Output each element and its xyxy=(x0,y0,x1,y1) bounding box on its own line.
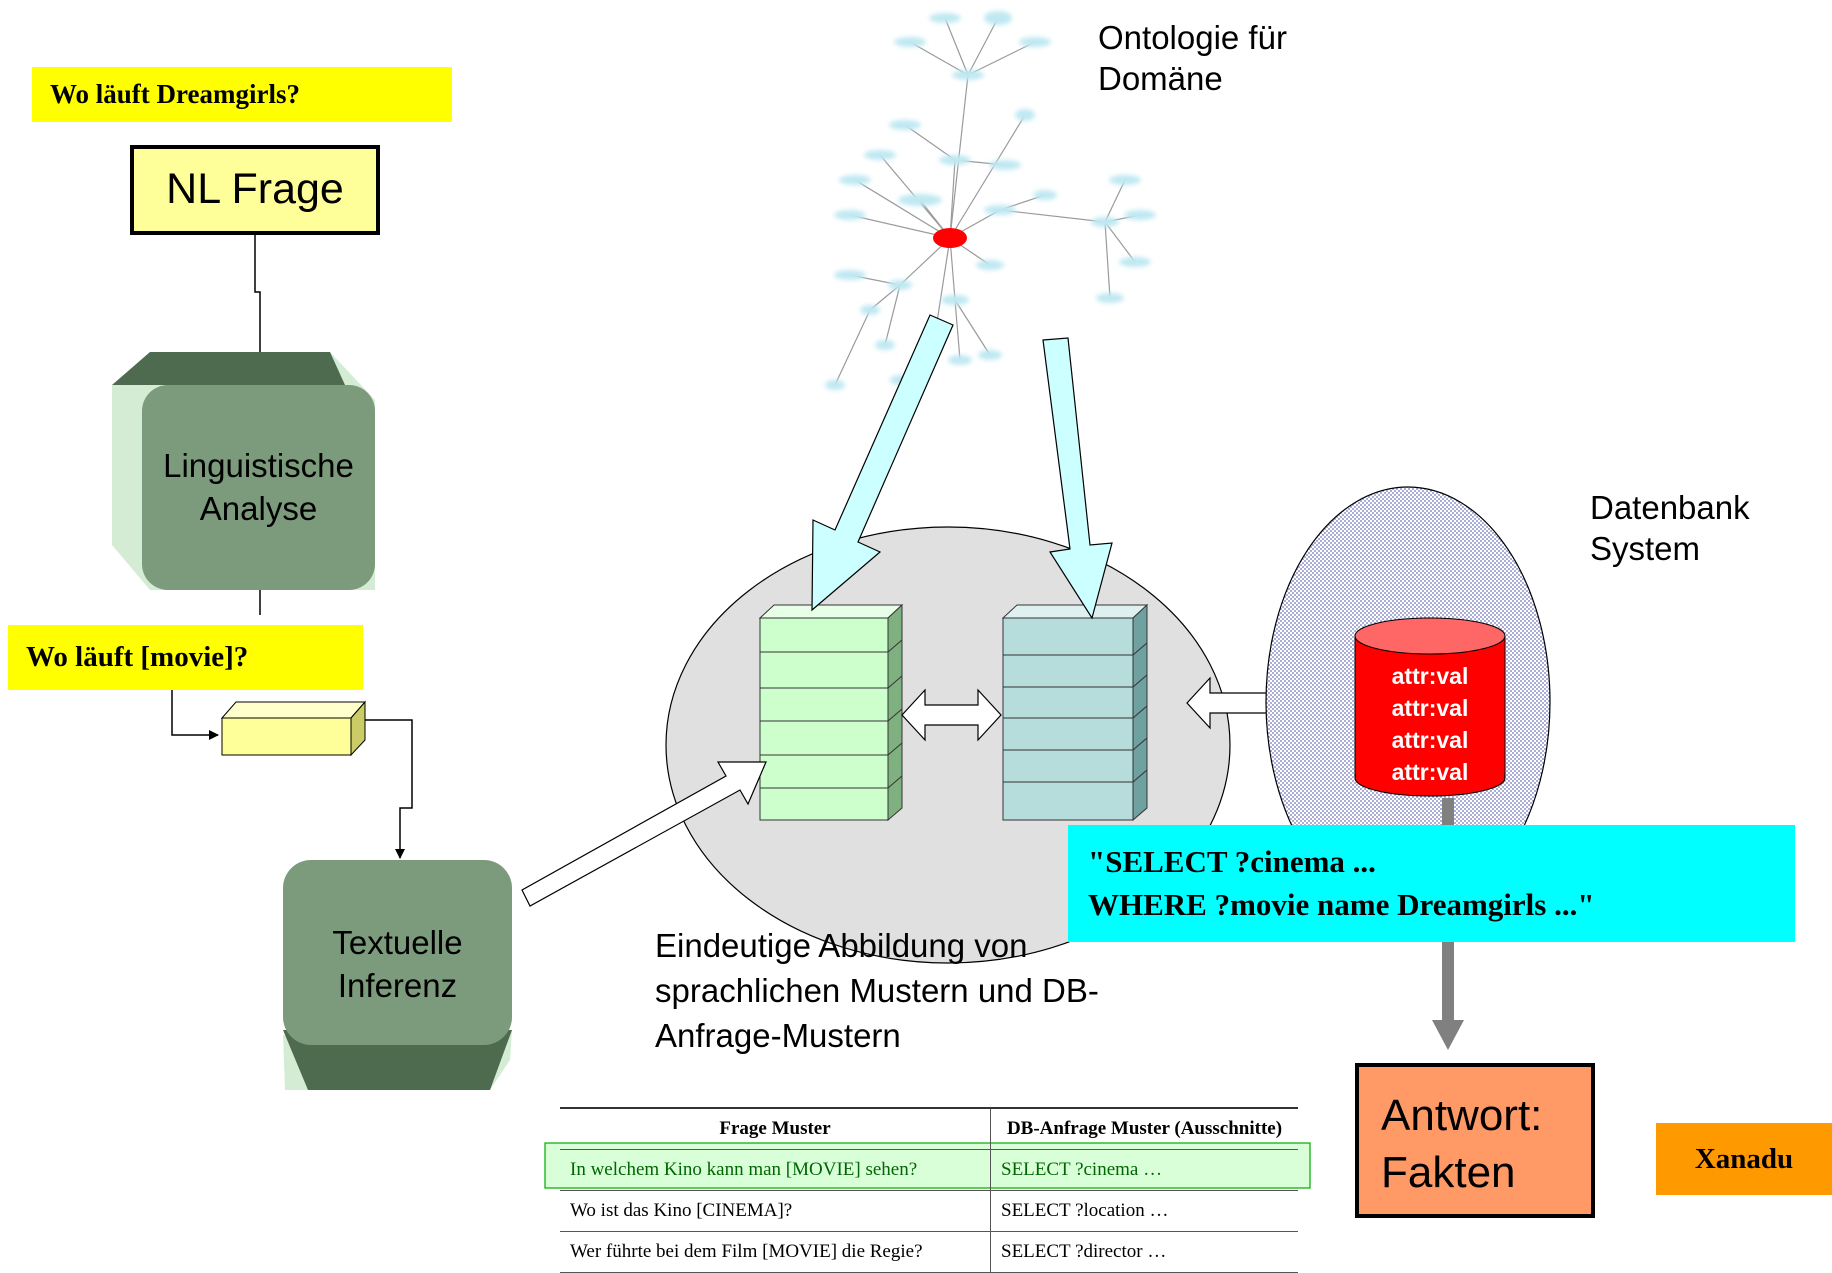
textual-inference-shape xyxy=(283,860,512,1090)
table-cell-query: SELECT ?location … xyxy=(990,1190,1298,1232)
question-pattern-stack xyxy=(758,603,904,822)
xanadu-tag: Xanadu xyxy=(1656,1123,1832,1195)
table-row: Wer führte bei dem Film [MOVIE] die Regi… xyxy=(560,1231,1298,1273)
db-value: attr:val xyxy=(1391,727,1469,753)
textual-inference-line1: Textuelle xyxy=(332,924,463,962)
ontology-arrow-left xyxy=(811,314,954,612)
table-row: Wo ist das Kino [CINEMA]? SELECT ?locati… xyxy=(560,1190,1298,1232)
linguistic-analysis-line1: Linguistische xyxy=(163,446,354,484)
stack-link-double-arrow xyxy=(901,688,1002,742)
ontology-label: Ontologie für Domäne xyxy=(1098,18,1287,100)
sparql-query-box: "SELECT ?cinema ... WHERE ?movie name Dr… xyxy=(1068,825,1795,942)
db-values: attr:val attr:val attr:val attr:val xyxy=(1355,660,1505,788)
database-label-line2: System xyxy=(1590,529,1701,567)
sparql-query-line1: "SELECT ?cinema ... xyxy=(1088,844,1376,879)
table-header-row: Frage Muster DB-Anfrage Muster (Ausschni… xyxy=(560,1107,1298,1150)
ontology-label-line2: Domäne xyxy=(1098,59,1223,97)
mapping-caption-line1: Eindeutige Abbildung von xyxy=(655,927,1028,964)
linguistic-analysis-shape xyxy=(112,352,375,590)
table-cell-question: In welchem Kino kann man [MOVIE] sehen? xyxy=(560,1149,991,1191)
pattern-table: Frage Muster DB-Anfrage Muster (Ausschni… xyxy=(560,1107,1298,1273)
ontology-graph xyxy=(825,11,1156,390)
database-cylinder xyxy=(1354,617,1506,797)
table-header-question: Frage Muster xyxy=(560,1107,991,1150)
mapping-caption: Eindeutige Abbildung von sprachlichen Mu… xyxy=(655,923,1099,1058)
example-question-tag: Wo läuft Dreamgirls? xyxy=(32,67,452,122)
linguistic-analysis-label: Linguistische Analyse xyxy=(142,440,375,535)
table-cell-question: Wer führte bei dem Film [MOVIE] die Regi… xyxy=(560,1231,991,1273)
sparql-query-line2: WHERE ?movie name Dreamgirls ..." xyxy=(1088,887,1595,922)
example-question-text: Wo läuft Dreamgirls? xyxy=(50,79,300,109)
mapping-caption-line3: Anfrage-Mustern xyxy=(655,1017,901,1054)
template-question-tag: Wo läuft [movie]? xyxy=(8,625,363,690)
flow-connectors xyxy=(171,235,413,859)
ontology-central-node xyxy=(933,228,967,248)
ontology-arrow-right xyxy=(1042,337,1113,620)
mapping-caption-line2: sprachlichen Mustern und DB- xyxy=(655,972,1099,1009)
table-cell-question: Wo ist das Kino [CINEMA]? xyxy=(560,1190,991,1232)
database-label: Datenbank System xyxy=(1590,488,1750,570)
inference-arrow xyxy=(521,761,767,907)
textual-inference-label: Textuelle Inferenz xyxy=(283,915,512,1015)
table-cell-query: SELECT ?cinema … xyxy=(990,1149,1298,1191)
answer-line1: Antwort: xyxy=(1381,1091,1543,1140)
linguistic-analysis-line2: Analyse xyxy=(199,489,318,527)
db-pattern-stack xyxy=(1001,603,1149,822)
table-row: In welchem Kino kann man [MOVIE] sehen? … xyxy=(560,1149,1298,1191)
ontology-label-line1: Ontologie für xyxy=(1098,19,1287,56)
template-box-3d xyxy=(220,700,367,757)
nl-question-box: NL Frage xyxy=(130,145,380,235)
textual-inference-line2: Inferenz xyxy=(337,967,458,1004)
template-question-text: Wo läuft [movie]? xyxy=(26,641,249,673)
db-value: attr:val xyxy=(1391,759,1469,785)
db-value: attr:val xyxy=(1391,695,1469,721)
db-value: attr:val xyxy=(1391,663,1469,689)
answer-box: Antwort: Fakten xyxy=(1355,1063,1595,1218)
table-cell-query: SELECT ?director … xyxy=(990,1231,1298,1273)
xanadu-label: Xanadu xyxy=(1694,1142,1794,1175)
nl-question-label: NL Frage xyxy=(166,165,344,214)
answer-line2: Fakten xyxy=(1381,1148,1516,1197)
table-header-query: DB-Anfrage Muster (Ausschnitte) xyxy=(990,1107,1298,1150)
database-label-line1: Datenbank xyxy=(1590,489,1750,526)
